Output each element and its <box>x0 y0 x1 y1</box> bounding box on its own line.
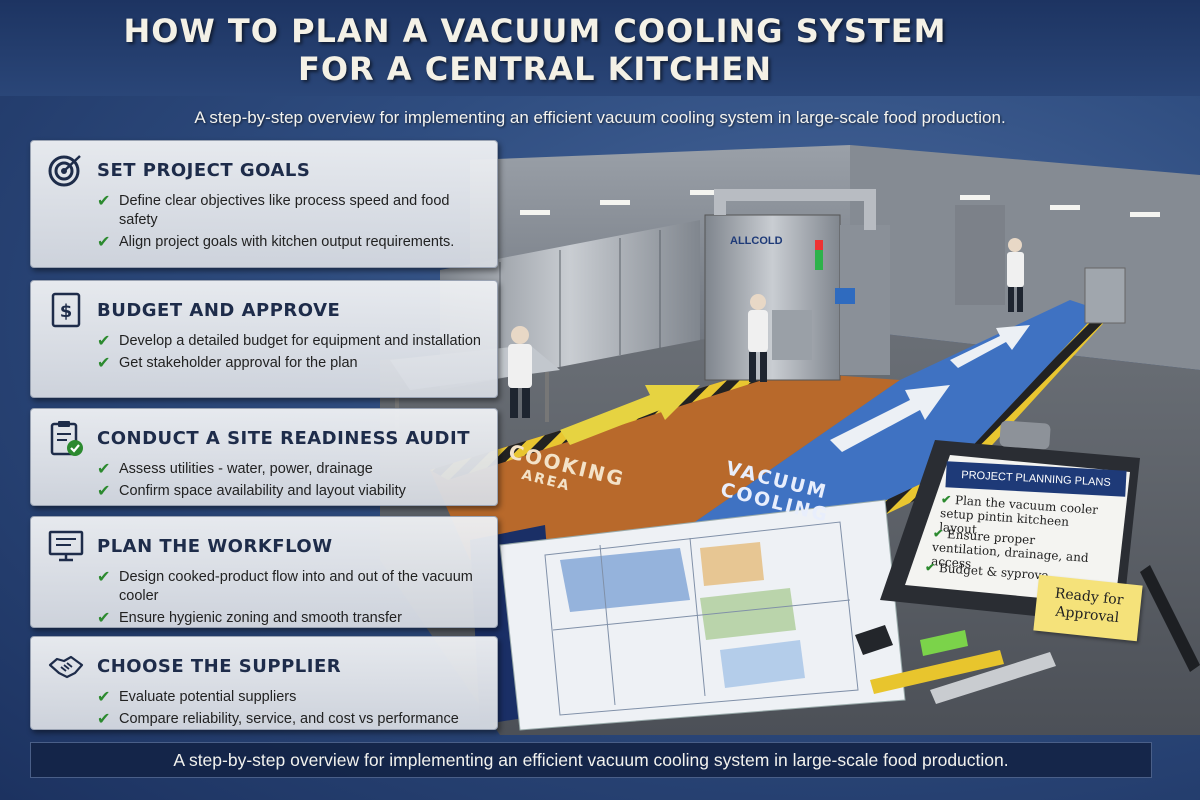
step-title: PLAN THE WORKFLOW <box>97 535 333 557</box>
check-icon: ✔ <box>97 193 111 210</box>
step-title: CHOOSE THE SUPPLIER <box>97 655 342 677</box>
check-icon: ✔ <box>932 526 944 541</box>
step-item-text: Ensure hygienic zoning and smooth transf… <box>119 610 402 626</box>
worker-figure-left <box>508 326 532 418</box>
step-card-site-audit: CONDUCT A SITE READINESS AUDIT ✔ Assess u… <box>30 408 498 506</box>
step-item-text: Define clear objectives like process spe… <box>119 193 450 228</box>
check-icon: ✔ <box>97 461 111 478</box>
step-card-workflow: PLAN THE WORKFLOW ✔ Design cooked-product… <box>30 516 498 628</box>
step-item-text: Align project goals with kitchen output … <box>119 234 455 250</box>
step-card-budget: $ BUDGET AND APPROVE ✔ Develop a detailed… <box>30 280 498 398</box>
cooking-area-floor <box>430 370 900 560</box>
check-icon: ✔ <box>97 333 111 350</box>
step-card-goals: SET PROJECT GOALS ✔ Define clear objectiv… <box>30 140 498 268</box>
check-icon: ✔ <box>97 689 111 706</box>
step-item: ✔ Ensure hygienic zoning and smooth trans… <box>97 609 485 628</box>
step-item: ✔ Get stakeholder approval for the plan <box>97 354 485 373</box>
cabinet-lines <box>499 230 661 378</box>
step-items: ✔ Design cooked-product flow into and out… <box>97 568 485 628</box>
title-line-1: HOW TO PLAN A VACUUM COOLING SYSTEM <box>123 12 947 50</box>
monitor-icon <box>48 530 84 562</box>
step-item: ✔ Define clear objectives like process sp… <box>97 192 485 230</box>
worker-figure-center <box>748 294 812 382</box>
machine-brand-label: ALLCOLD <box>730 235 783 247</box>
step-item: ✔ Assess utilities - water, power, draina… <box>97 460 485 479</box>
step-item-text: Get stakeholder approval for the plan <box>119 355 358 371</box>
step-item: ✔ Evaluate potential suppliers <box>97 688 485 707</box>
check-icon: ✔ <box>97 569 111 586</box>
back-room-rack <box>955 205 1005 305</box>
title-band <box>0 0 1200 96</box>
step-item-text: Assess utilities - water, power, drainag… <box>119 461 373 477</box>
footer-banner: A step-by-step overview for implementing… <box>30 742 1152 778</box>
step-item: ✔ Develop a detailed budget for equipment… <box>97 332 485 351</box>
handshake-icon <box>48 655 84 679</box>
step-item-text: Confirm space availability and layout vi… <box>119 483 406 499</box>
step-item: ✔ Design cooked-product flow into and out… <box>97 568 485 606</box>
step-item-text: Develop a detailed budget for equipment … <box>119 333 481 349</box>
step-item-text: Design cooked-product flow into and out … <box>119 569 473 604</box>
step-card-supplier: CHOOSE THE SUPPLIER ✔ Evaluate potential … <box>30 636 498 730</box>
step-item: ✔ Confirm space availability and layout v… <box>97 482 485 501</box>
step-items: ✔ Evaluate potential suppliers ✔ Compare r… <box>97 688 485 729</box>
control-panel <box>1084 267 1126 324</box>
floor-arrow-cooling-2 <box>950 325 1030 368</box>
check-icon: ✔ <box>940 492 952 507</box>
svg-text:$: $ <box>60 301 73 322</box>
step-title: SET PROJECT GOALS <box>97 159 311 181</box>
table-leg-2 <box>545 372 549 422</box>
storage-cabinets <box>440 220 700 390</box>
floor-arrow-cooling-1 <box>830 385 950 452</box>
budget-document-icon: $ <box>51 292 81 328</box>
title-line-2: FOR A CENTRAL KITCHEN <box>297 50 773 88</box>
check-icon: ✔ <box>97 234 111 251</box>
worker-figure-right <box>1007 238 1024 312</box>
sticky-note: Ready for Approval <box>1033 574 1143 642</box>
check-icon: ✔ <box>97 483 111 500</box>
step-title: BUDGET AND APPROVE <box>97 299 341 321</box>
floor-arrow-cooking <box>560 385 700 445</box>
step-items: ✔ Define clear objectives like process sp… <box>97 192 485 252</box>
step-item: ✔ Compare reliability, service, and cost … <box>97 710 485 729</box>
check-icon: ✔ <box>924 560 936 575</box>
blueprint-documents <box>470 499 906 731</box>
step-items: ✔ Develop a detailed budget for equipment… <box>97 332 485 373</box>
check-icon: ✔ <box>97 610 111 627</box>
step-item: ✔ Align project goals with kitchen output… <box>97 233 485 252</box>
step-item-text: Compare reliability, service, and cost v… <box>119 711 459 727</box>
desk-items <box>855 565 1200 704</box>
check-icon: ✔ <box>97 355 111 372</box>
step-title: CONDUCT A SITE READINESS AUDIT <box>97 427 470 449</box>
clipboard-check-icon <box>50 421 83 456</box>
page-title: HOW TO PLAN A VACUUM COOLING SYSTEM FOR … <box>0 12 1070 88</box>
page-subtitle: A step-by-step overview for implementing… <box>194 108 1006 127</box>
target-icon <box>48 155 81 187</box>
check-icon: ✔ <box>97 711 111 728</box>
step-item-text: Evaluate potential suppliers <box>119 689 297 705</box>
ceiling-lights <box>520 190 1160 217</box>
step-items: ✔ Assess utilities - water, power, draina… <box>97 460 485 501</box>
